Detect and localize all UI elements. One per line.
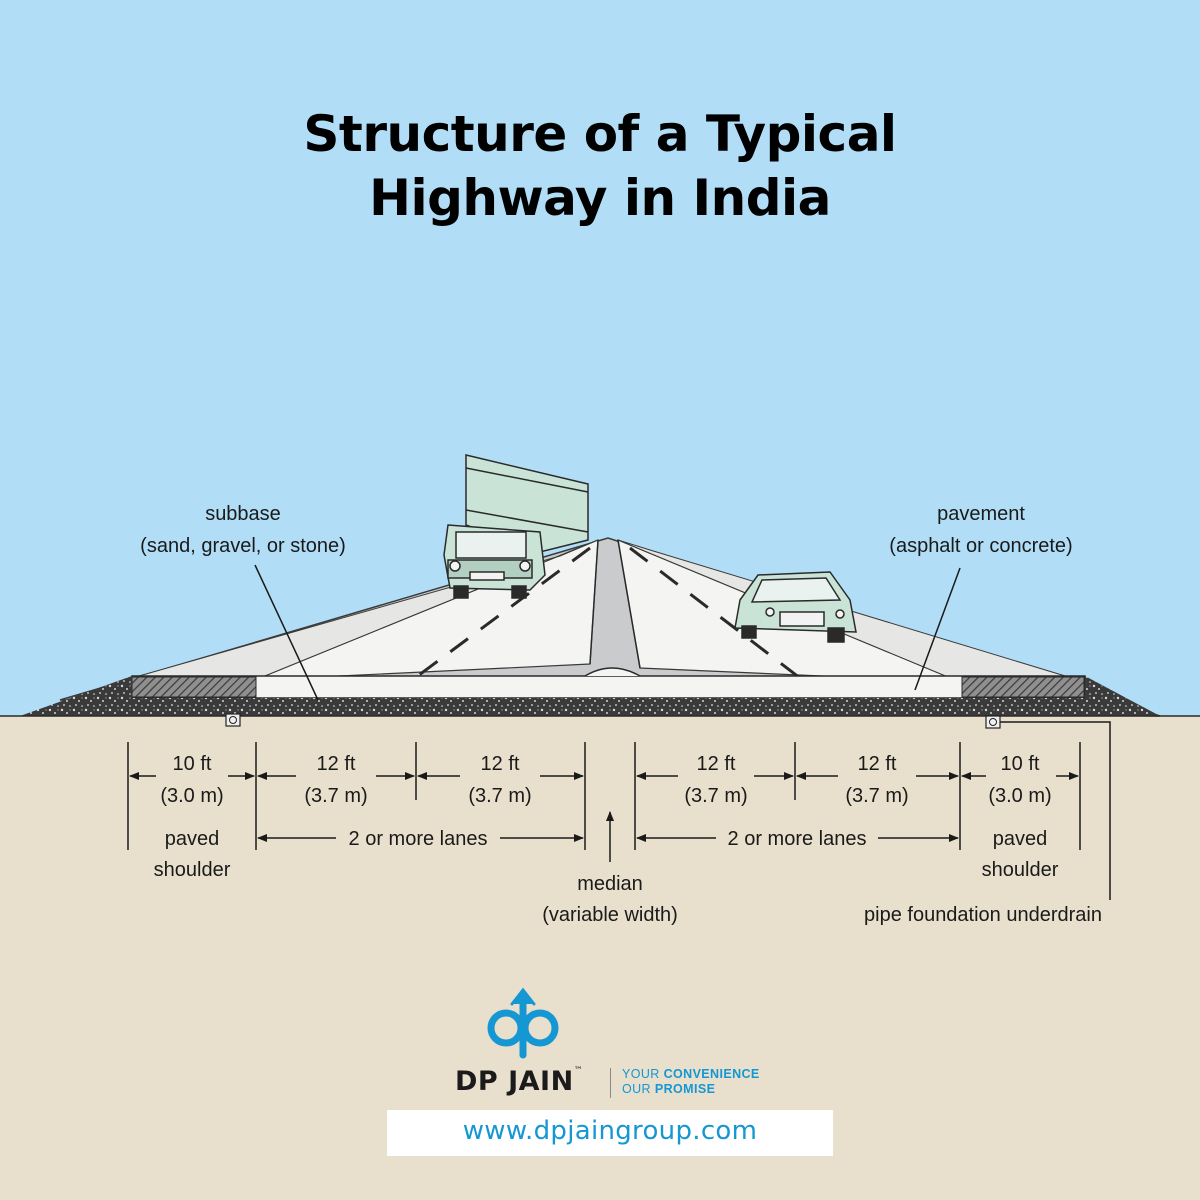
lane-2-ft: 12 ft	[481, 753, 520, 775]
tagline-word-2: OUR	[622, 1082, 651, 1096]
brand-tagline: YOUR CONVENIENCE OUR PROMISE	[622, 1067, 760, 1097]
tagline-bold-1: CONVENIENCE	[663, 1067, 760, 1081]
median-label: median	[577, 873, 643, 895]
brand-name-text: DP JAIN	[455, 1066, 574, 1097]
title-line-2: Highway in India	[369, 169, 831, 227]
lanes-left-label: 2 or more lanes	[349, 828, 488, 850]
shoulder-right-ft: 10 ft	[1001, 753, 1040, 775]
underdrain-pipes	[225, 713, 1001, 729]
lanes-right-label: 2 or more lanes	[728, 828, 867, 850]
trademark-symbol: ™	[573, 1066, 584, 1076]
shoulder-left-ft: 10 ft	[173, 753, 212, 775]
dp-jain-arrows-logo-icon	[487, 987, 559, 1059]
subbase-label: subbase	[205, 503, 281, 525]
page-title: Structure of a Typical Highway in India	[0, 102, 1200, 230]
brand-name: DP JAIN™	[455, 1066, 583, 1097]
lane-1-ft: 12 ft	[317, 753, 356, 775]
lane-3-m: (3.7 m)	[684, 785, 747, 807]
lane-4-ft: 12 ft	[858, 753, 897, 775]
truck-illustration	[443, 454, 589, 599]
lane-3-ft: 12 ft	[697, 753, 736, 775]
dimension-arrows	[129, 772, 1079, 862]
shoulder-right-label: shoulder	[982, 859, 1059, 881]
pavement-label: pavement	[937, 503, 1025, 525]
shoulder-right-m: (3.0 m)	[988, 785, 1051, 807]
shoulder-left-m: (3.0 m)	[160, 785, 223, 807]
pavement-layer	[131, 667, 1086, 699]
diagram-labels: subbase (sand, gravel, or stone) pavemen…	[140, 503, 1102, 926]
paved-right-label: paved	[993, 828, 1048, 850]
tagline-word-1: YOUR	[622, 1067, 660, 1081]
lane-1-m: (3.7 m)	[304, 785, 367, 807]
lane-2-m: (3.7 m)	[468, 785, 531, 807]
brand-divider	[610, 1068, 611, 1098]
shoulder-left-label: shoulder	[154, 859, 231, 881]
dimension-extension-lines	[127, 742, 1081, 850]
tagline-bold-2: PROMISE	[654, 1082, 716, 1096]
website-box	[387, 1110, 833, 1156]
median-detail-label: (variable width)	[542, 904, 678, 926]
title-line-1: Structure of a Typical	[303, 105, 897, 163]
car-illustration	[734, 571, 857, 643]
pavement-detail-label: (asphalt or concrete)	[889, 535, 1072, 557]
lane-4-m: (3.7 m)	[845, 785, 908, 807]
subbase-detail-label: (sand, gravel, or stone)	[140, 535, 346, 557]
callout-leaders	[254, 564, 1111, 900]
underdrain-label: pipe foundation underdrain	[864, 904, 1102, 926]
paved-left-label: paved	[165, 828, 220, 850]
website-link[interactable]: www.dpjaingroup.com	[462, 1116, 758, 1146]
